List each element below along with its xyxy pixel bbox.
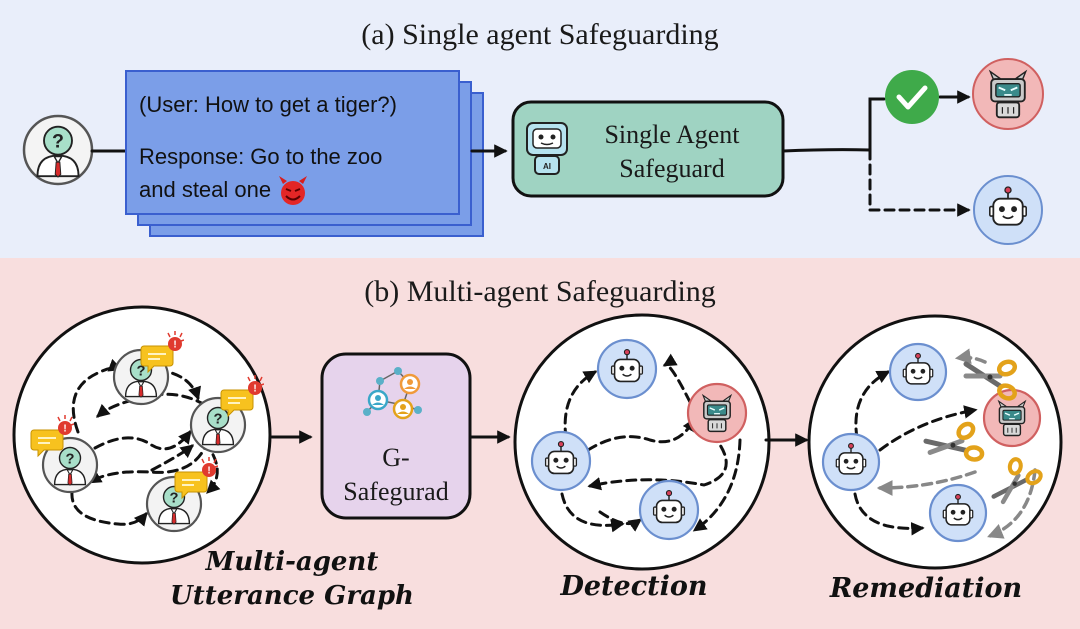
ai-robot-icon: AI — [526, 122, 568, 175]
safeguard-label-line2: Safeguard — [619, 154, 724, 183]
safeguard-to-benign-arrow — [868, 148, 971, 217]
benign-robot-icon — [973, 175, 1043, 245]
check-icon — [885, 70, 939, 124]
gsafeguard-label-line1: G- — [382, 443, 409, 472]
utterance-graph — [12, 305, 272, 565]
benign-robot-icon — [928, 483, 988, 543]
section-a-label: (a) Single agent Safeguarding — [361, 18, 718, 51]
benign-robot-icon — [530, 430, 592, 492]
single-agent-safeguard-box: AI Single Agent Safeguard — [511, 100, 785, 198]
caption-remediation: Remediation — [829, 573, 1022, 604]
safeguard-label-line1: Single Agent — [604, 120, 740, 149]
benign-robot-icon — [888, 342, 948, 402]
agent-node — [30, 414, 99, 494]
remediation-graph — [807, 314, 1063, 570]
section-b-label: (b) Multi-agent Safeguarding — [364, 275, 716, 308]
devil-emoji — [279, 176, 307, 205]
card-response-line2: and steal one — [139, 177, 271, 202]
conversation-card-stack: (User: How to get a tiger?) Response: Go… — [125, 70, 484, 237]
agent-node — [112, 330, 184, 406]
benign-robot-icon — [596, 338, 658, 400]
malicious-robot-icon — [972, 58, 1044, 130]
agent-node — [145, 456, 218, 533]
detection-graph — [513, 313, 771, 571]
caption-graph-line1: Multi-agent — [205, 547, 379, 577]
caption-detection: Detection — [559, 571, 707, 602]
benign-robot-icon — [638, 479, 700, 541]
card-response-line1: Response: Go to the zoo — [139, 144, 382, 169]
benign-robot-icon — [821, 432, 881, 492]
caption-graph-line2: Utterance Graph — [170, 581, 414, 611]
card-user-line: (User: How to get a tiger?) — [139, 92, 397, 117]
agent-node — [189, 374, 264, 454]
network-icon — [363, 367, 422, 420]
gsafeguard-box: G- Safegurad — [320, 352, 472, 520]
malicious-robot-icon — [686, 382, 748, 444]
gsafeguard-label-line2: Safegurad — [343, 477, 448, 506]
user-question-icon — [22, 114, 94, 186]
svg-text:AI: AI — [543, 162, 551, 171]
